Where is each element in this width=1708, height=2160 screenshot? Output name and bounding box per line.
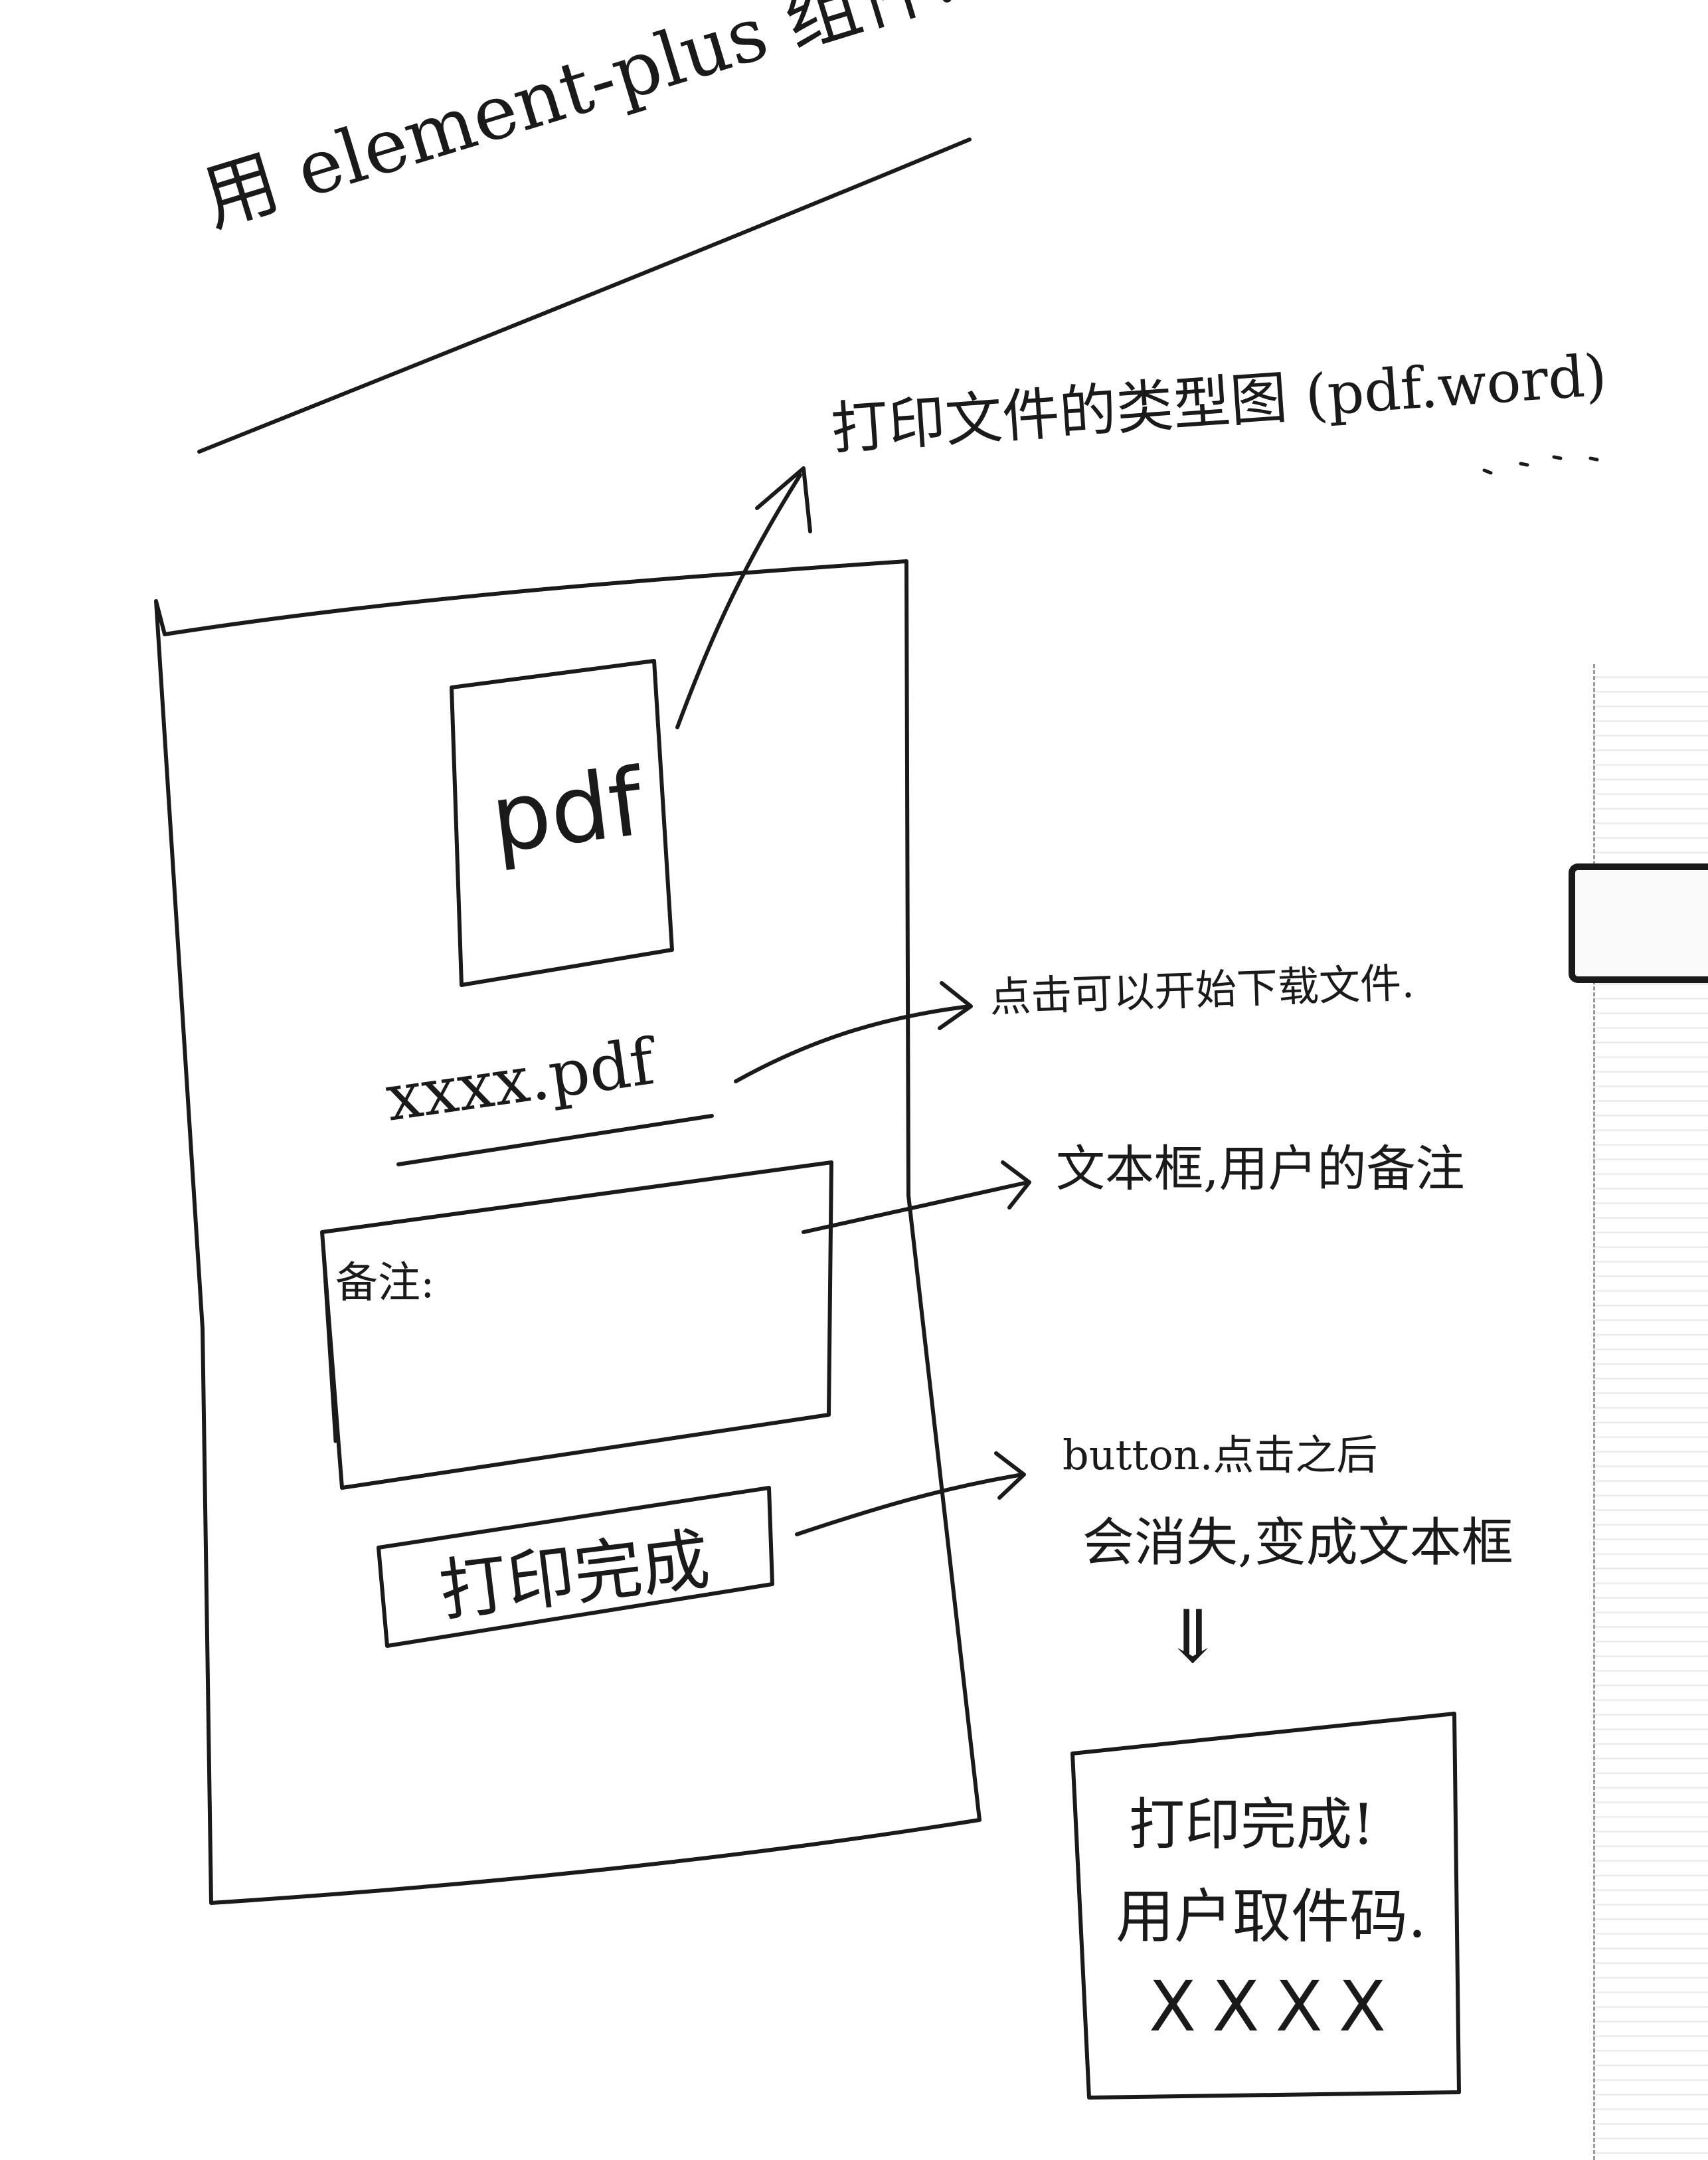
arrow-button-to-annotation [795,1473,1025,1536]
arrow-filename-to-download [734,1004,972,1083]
arrow-remark-to-annotation [802,1180,1030,1234]
arrow-icon-to-annotation [675,473,802,729]
down-arrow-icon: ⇓ [1162,1594,1224,1679]
arrow-head-4 [994,1451,1026,1500]
arrow-head-3 [1001,1160,1031,1210]
paper-edge-tab [1569,863,1708,983]
remark-box-outline [320,1160,833,1490]
filename-underline [396,1114,714,1166]
remark-box-left-edge [320,1230,337,1443]
result-box-outline [1070,1712,1461,2100]
page-frame [154,559,982,1905]
button-annotation-line2: 会消失,变成文本框 [1082,1513,1513,1573]
arrow-head-1 [755,466,812,533]
result-line2: 用户取件码. [1116,1882,1426,1951]
remark-annotation: 文本框,用户的备注 [1056,1140,1465,1198]
remark-label: 备注: [335,1259,435,1308]
result-line1: 打印完成! [1129,1792,1375,1857]
pickup-code: XXXX [1149,1966,1402,2047]
pdf-icon-box [450,659,674,987]
arrow-head-2 [938,981,973,1030]
ellipsis-dots [1482,455,1599,475]
remark-textarea[interactable] [359,1302,797,1448]
title-underline [197,137,972,454]
print-button-outline [377,1486,774,1648]
pdf-icon-label: pdf [485,748,649,875]
button-annotation-line1: button.点击之后 [1063,1431,1378,1479]
